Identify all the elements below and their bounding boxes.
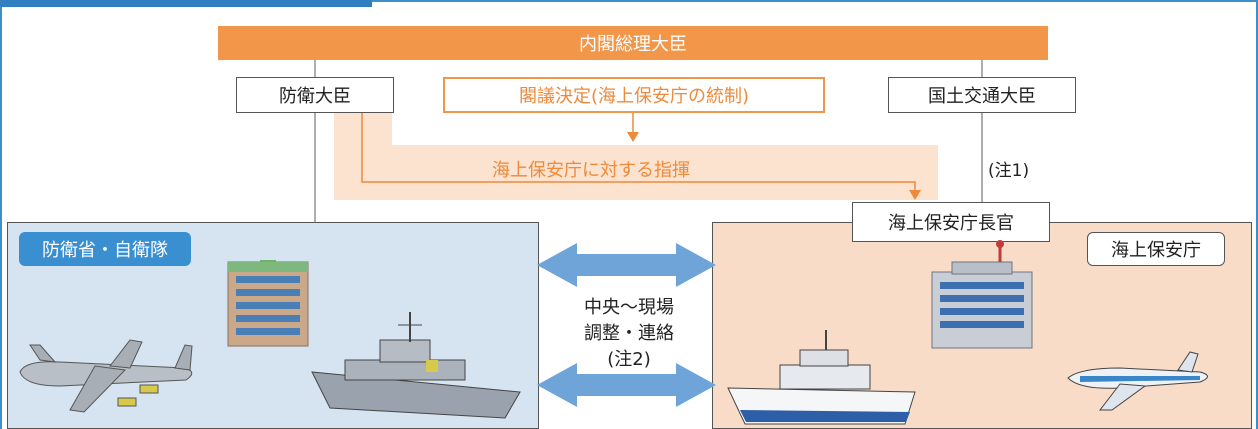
- patrol-aircraft-icon: [19, 339, 193, 413]
- jcg-label: 海上保安庁: [1111, 240, 1201, 261]
- cabinet-decision-label: 閣議決定(海上保安庁の統制): [518, 86, 750, 107]
- command-arrow-line: [361, 113, 916, 192]
- coordination-arrow-bottom: [537, 363, 716, 407]
- coordination-arrow-top: [537, 243, 716, 287]
- defense-minister-label: 防衛大臣: [279, 86, 351, 107]
- command-highlight-band: [334, 113, 938, 200]
- coordination-text: 中央～現場 調整・連絡 (注2): [548, 295, 710, 373]
- jet-aircraft-icon: [1067, 351, 1208, 411]
- mlit-minister-box: 国土交通大臣: [888, 77, 1076, 113]
- command-label: 海上保安庁に対する指揮: [492, 160, 690, 181]
- coordination-line3: (注2): [607, 349, 651, 370]
- mlit-minister-label: 国土交通大臣: [928, 86, 1036, 107]
- note1-label: (注1): [988, 161, 1030, 181]
- building-icon: [227, 260, 309, 347]
- coordination-line1: 中央～現場: [584, 297, 674, 318]
- coordination-line2: 調整・連絡: [584, 323, 674, 344]
- jcg-label-tag: 海上保安庁: [1087, 232, 1225, 266]
- jsdf-label: 防衛省・自衛隊: [42, 240, 168, 261]
- jcg-building-icon: [931, 240, 1033, 349]
- commandant-label: 海上保安庁長官: [888, 213, 1014, 234]
- header-tab: [0, 0, 372, 7]
- patrol-vessel-icon: [727, 330, 916, 425]
- prime-minister-box: 内閣総理大臣: [218, 26, 1048, 60]
- command-arrow-head: [909, 190, 921, 200]
- cabinet-decision-box: 閣議決定(海上保安庁の統制): [443, 77, 825, 113]
- destroyer-ship-icon: [311, 312, 521, 419]
- jsdf-label-tag: 防衛省・自衛隊: [19, 232, 191, 266]
- commandant-box: 海上保安庁長官: [852, 202, 1050, 242]
- decision-arrow-head: [627, 132, 639, 142]
- defense-minister-box: 防衛大臣: [236, 77, 394, 113]
- prime-minister-label: 内閣総理大臣: [579, 34, 687, 55]
